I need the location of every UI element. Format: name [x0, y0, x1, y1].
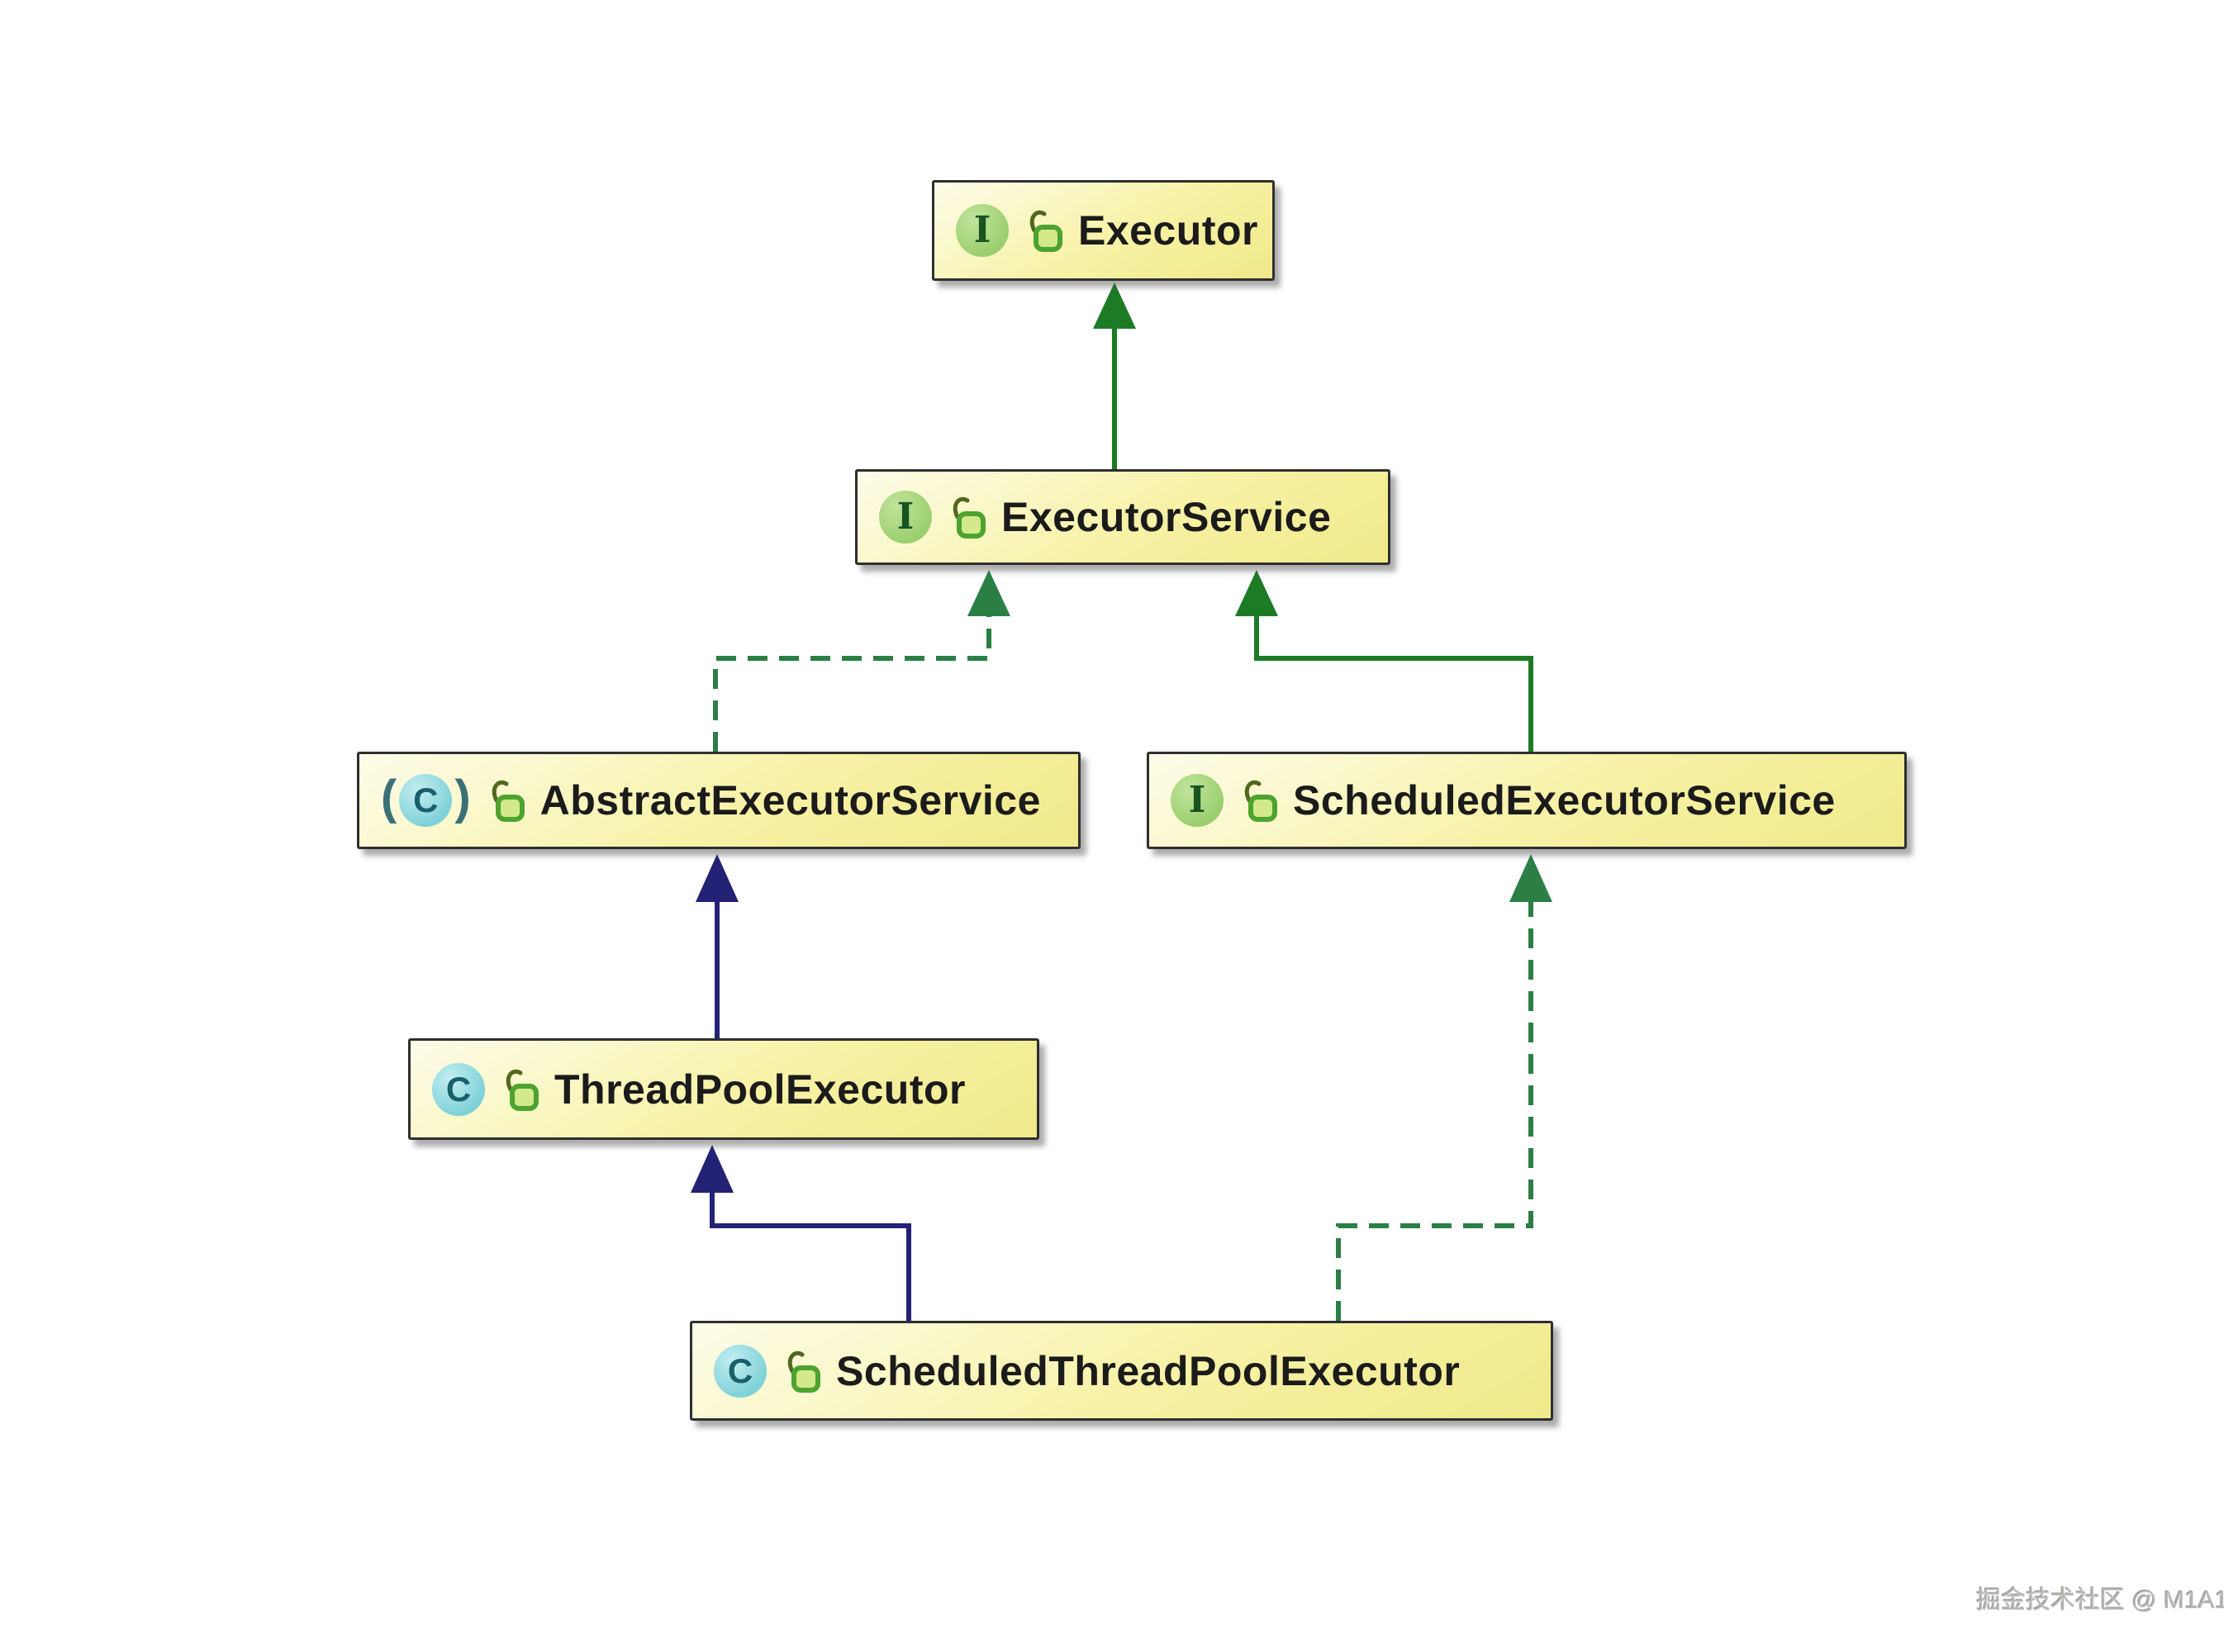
edge-arrowhead: [1235, 570, 1278, 616]
edge-scheduledthreadpoolexecutor-implements-scheduledexecutorservice: [1336, 854, 1552, 1321]
edge-line: [710, 1193, 911, 1321]
edge-line: [1336, 902, 1533, 1321]
interface-icon: I: [1171, 774, 1224, 827]
abstract-paren-open: (: [381, 771, 397, 824]
node-scheduled-thread-pool-executor[interactable]: C ScheduledThreadPoolExecutor: [690, 1321, 1553, 1421]
interface-letter: I: [1188, 779, 1206, 821]
edge-arrowhead: [967, 570, 1010, 616]
edge-arrowhead: [696, 854, 739, 902]
node-abstract-executor-service[interactable]: ( C ) AbstractExecutorService: [357, 752, 1081, 849]
public-lock-icon: [1025, 207, 1063, 254]
class-name: ExecutorService: [1001, 494, 1332, 540]
edge-line: [713, 616, 991, 752]
class-letter: C: [727, 1351, 753, 1390]
watermark: 掘金技术社区 @ M1A1: [1976, 1587, 2224, 1614]
interface-letter: I: [896, 496, 915, 538]
edge-abstractexecutorservice-implements-executorservice: [713, 570, 1010, 752]
class-name: ScheduledExecutorService: [1293, 777, 1836, 824]
edge-arrowhead: [691, 1145, 734, 1193]
interface-letter: I: [973, 209, 991, 251]
edge-arrowhead: [1509, 854, 1552, 902]
edge-scheduledexecutorservice-extends-executorservice: [1235, 570, 1533, 752]
abstract-paren-close: ): [454, 771, 471, 824]
interface-icon: I: [879, 491, 932, 544]
class-name: Executor: [1078, 207, 1258, 254]
node-thread-pool-executor[interactable]: C ThreadPoolExecutor: [408, 1038, 1039, 1140]
abstract-class-icon: ( C ): [381, 774, 471, 827]
interface-icon: I: [956, 204, 1009, 257]
public-lock-icon: [783, 1348, 821, 1394]
edge-threadpoolexecutor-extends-abstractexecutorservice: [696, 854, 739, 1038]
class-icon: C: [714, 1344, 767, 1398]
class-name: ThreadPoolExecutor: [554, 1066, 966, 1113]
class-name: ScheduledThreadPoolExecutor: [836, 1347, 1461, 1394]
public-lock-icon: [948, 494, 986, 540]
node-executor[interactable]: I Executor: [932, 180, 1275, 281]
node-scheduled-executor-service[interactable]: I ScheduledExecutorService: [1147, 752, 1907, 849]
public-lock-icon: [501, 1066, 539, 1113]
edge-line: [1254, 616, 1533, 752]
class-icon: C: [399, 774, 453, 827]
public-lock-icon: [1240, 777, 1278, 824]
class-name: AbstractExecutorService: [539, 777, 1041, 824]
class-letter: C: [413, 781, 439, 819]
edge-executorservice-extends-executor: [1093, 282, 1136, 469]
edge-arrowhead: [1093, 282, 1136, 329]
class-letter: C: [445, 1069, 472, 1108]
public-lock-icon: [487, 777, 525, 824]
class-icon: C: [432, 1062, 485, 1116]
edge-scheduledthreadpoolexecutor-extends-threadpoolexecutor: [691, 1145, 911, 1321]
node-executor-service[interactable]: I ExecutorService: [855, 469, 1390, 565]
